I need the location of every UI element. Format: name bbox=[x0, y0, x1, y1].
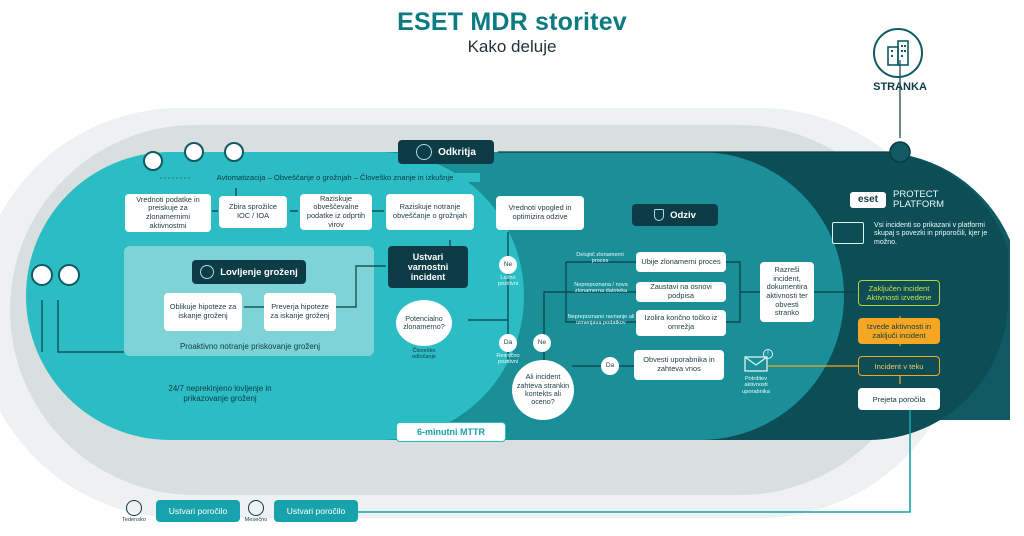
create-report-monthly[interactable]: Ustvari poročilo bbox=[274, 500, 358, 522]
note-unknown-behavior: Neprepoznano ravnanje ali izmenjava poda… bbox=[567, 314, 635, 327]
human-decision-label: Človeško odločanje bbox=[412, 348, 436, 361]
true-positive: Resnično pozitivni bbox=[496, 353, 520, 366]
outcome-execute: Izvede aktivnosti in zaključi incident bbox=[858, 318, 940, 344]
outcome-closed: Zaključen incident Aktivnosti izvedene bbox=[858, 280, 940, 306]
crosshair-icon bbox=[224, 142, 244, 162]
report-monthly: Mesečno bbox=[244, 517, 268, 523]
create-report-weekly[interactable]: Ustvari poročilo bbox=[156, 500, 240, 522]
clock-icon bbox=[248, 500, 264, 516]
mttr-badge: 6-minutni MTTR bbox=[396, 422, 506, 442]
step-evaluate: Vrednoti podatke in preiskuje za zloname… bbox=[125, 194, 211, 232]
platform-description: Vsi incidenti so prikazani v platformi s… bbox=[874, 222, 988, 246]
eset-logo: eset bbox=[850, 192, 886, 208]
dashboard-icon bbox=[832, 222, 864, 244]
action-block-hash: Zaustavi na osnovi podpisa bbox=[636, 282, 726, 302]
platform-name-line2: PLATFORM bbox=[893, 199, 945, 210]
outcome-in-progress: Incident v teku bbox=[858, 356, 940, 376]
crosshair-icon bbox=[31, 264, 53, 286]
step-collect: Zbira sprožilce IOC / IOA bbox=[219, 196, 287, 228]
hunting-verify-hypothesis: Preverja hipoteze za iskanje groženj bbox=[264, 293, 336, 331]
crosshair-icon bbox=[58, 264, 80, 286]
label-yes-2: Da bbox=[601, 357, 619, 375]
automation-caption: Avtomatizacija – Obveščanje o grožnjah –… bbox=[190, 173, 480, 182]
step-evaluate-impact: Vrednoti vpogled in optimizira odzive bbox=[496, 196, 584, 230]
discovery-label: Odkritja bbox=[438, 146, 476, 158]
decision-potential: Potencialno zlonamerno? bbox=[396, 300, 452, 346]
step-create-incident: Ustvari varnostni incident bbox=[388, 246, 468, 288]
note-unknown-file: Neprepoznana / nova zlonamerna datoteka bbox=[574, 282, 628, 295]
discovery-header: Odkritja bbox=[398, 140, 494, 164]
report-weekly: Tedensko bbox=[122, 517, 146, 523]
action-notify-user: Obvesti uporabnika in zahteva vnos bbox=[634, 350, 724, 380]
crosshair-icon bbox=[416, 144, 433, 160]
eset-logo-text: eset bbox=[857, 194, 878, 205]
false-positive: Lažno pozitivni bbox=[497, 275, 519, 288]
label-no-2: Ne bbox=[533, 334, 551, 352]
mail-icon bbox=[744, 356, 768, 372]
continuous-hunting: 24/7 neprekinjeno lovljenje in prikazova… bbox=[168, 384, 272, 403]
action-kill-process: Ubije zlonamerni proces bbox=[636, 252, 726, 272]
action-isolate: Izolira končno točko iz omrežja bbox=[636, 310, 726, 336]
note-confirmation: Potrditev aktivnosti uporabnika bbox=[742, 376, 770, 395]
page-title: ESET MDR storitev bbox=[397, 8, 627, 36]
label-yes: Da bbox=[499, 334, 517, 352]
crosshair-icon bbox=[143, 151, 163, 171]
step-research-data: Raziskuje obveščevalne podatke iz odprti… bbox=[300, 194, 372, 230]
hunting-label: Lovljenje groženj bbox=[220, 266, 298, 278]
outcome-receive-report: Prejeta poročila bbox=[858, 388, 940, 410]
hunting-form-hypothesis: Oblikuje hipoteze za iskanje groženj bbox=[164, 293, 242, 331]
crosshair-icon bbox=[184, 142, 204, 162]
client-label: STRANKA bbox=[873, 81, 927, 93]
crosshair-icon bbox=[200, 265, 215, 279]
alert-icon: ! bbox=[763, 349, 773, 359]
decision-needs-context: Ali incident zahteva strankin kontekts a… bbox=[512, 360, 574, 420]
building-icon bbox=[873, 28, 923, 78]
label-no: Ne bbox=[499, 256, 517, 274]
hunting-header: Lovljenje groženj bbox=[192, 260, 306, 284]
note-malicious-process: Delujoč zlonamerni proces bbox=[576, 252, 624, 265]
platform-name-line1: PROTECT bbox=[893, 189, 939, 200]
shield-icon bbox=[654, 209, 665, 221]
action-resolve: Razreši incident, dokumentira aktivnosti… bbox=[760, 262, 814, 322]
response-label: Odziv bbox=[670, 209, 696, 221]
page-subtitle: Kako deluje bbox=[467, 37, 557, 56]
step-research-internal: Raziskuje notranje obveščanje o grožnjah bbox=[386, 194, 474, 230]
response-header: Odziv bbox=[632, 204, 718, 226]
hunting-caption: Proaktivno notranje priskovanje groženj bbox=[179, 342, 321, 351]
platform-name: PROTECT PLATFORM bbox=[893, 190, 963, 210]
clock-icon bbox=[126, 500, 142, 516]
